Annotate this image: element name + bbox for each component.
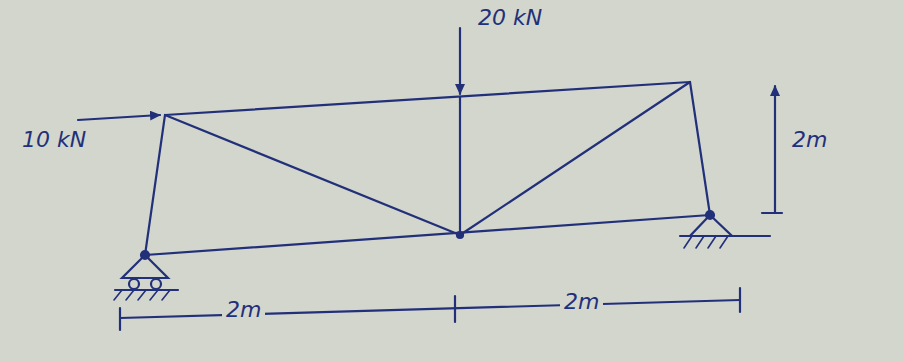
roller-wheel	[129, 279, 139, 289]
ground-hatch	[684, 236, 728, 248]
joint-dot	[141, 251, 149, 259]
dimension-tick	[739, 288, 741, 312]
dimension-label: 2m	[222, 298, 265, 322]
load-arrow	[78, 115, 160, 120]
dimension-line	[120, 300, 740, 318]
dimension-label: 2m	[788, 128, 831, 152]
load-arrow	[459, 28, 461, 94]
left-vertical	[145, 115, 165, 255]
ground-line	[680, 235, 770, 237]
ground-hatch	[114, 290, 170, 300]
dimension-line	[774, 86, 776, 213]
dimension-tick	[454, 296, 456, 322]
left-diagonal	[165, 115, 460, 235]
load-label: 20 kN	[474, 6, 546, 30]
roller-wheel	[151, 279, 161, 289]
dimension-label: 2m	[560, 290, 603, 314]
middle-vertical	[459, 97, 461, 235]
joint-dot	[457, 232, 463, 238]
pin-support	[690, 215, 732, 236]
load-label: 10 kN	[18, 128, 90, 152]
top-chord	[165, 82, 690, 115]
right-diagonal	[460, 82, 690, 235]
dimension-tick	[119, 308, 121, 330]
right-vertical	[690, 82, 710, 215]
dimension-tick	[762, 212, 782, 214]
